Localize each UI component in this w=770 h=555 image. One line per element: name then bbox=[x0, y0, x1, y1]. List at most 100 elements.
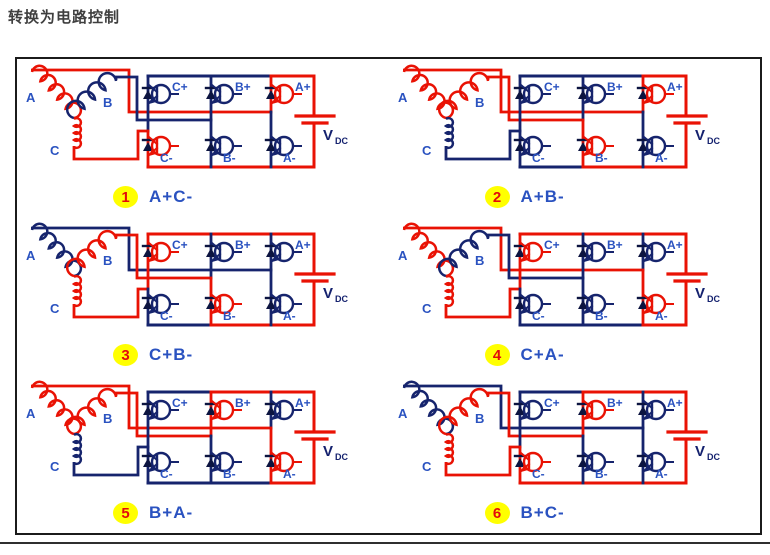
phase-C-wire bbox=[444, 287, 520, 319]
diode-icon bbox=[637, 406, 648, 415]
switch-label: B- bbox=[223, 467, 236, 481]
diode-icon bbox=[206, 90, 216, 99]
active-switch-label: C+A- bbox=[520, 345, 565, 364]
active-switch-label: C+B- bbox=[149, 345, 194, 364]
diode-icon bbox=[206, 406, 216, 415]
emitter-arrow-icon bbox=[212, 254, 219, 262]
emitter-arrow-icon bbox=[643, 464, 651, 472]
emitter-arrow-icon bbox=[212, 306, 219, 314]
vdc-sub-label: DC bbox=[707, 294, 720, 304]
phase-label-C: C bbox=[422, 301, 432, 316]
vdc-sub-label: DC bbox=[335, 136, 348, 146]
winding-B bbox=[437, 71, 489, 120]
diode-icon bbox=[577, 300, 588, 309]
emitter-arrow-icon bbox=[272, 464, 279, 472]
transistor-collector bbox=[582, 135, 593, 146]
transistor-collector bbox=[642, 83, 653, 94]
emitter-arrow-icon bbox=[583, 306, 591, 314]
emitter-arrow-icon bbox=[272, 148, 279, 156]
circuit-caption: 1 A+C- bbox=[113, 186, 389, 208]
diode-icon bbox=[143, 142, 153, 151]
winding-B bbox=[65, 229, 118, 278]
emitter-arrow-icon bbox=[520, 96, 528, 104]
transistor-collector bbox=[519, 83, 530, 94]
emitter-arrow-icon bbox=[520, 254, 528, 262]
transistor-collector bbox=[582, 399, 593, 410]
phase-label-C: C bbox=[50, 459, 60, 474]
igbt-switch-C-: C- bbox=[141, 293, 179, 323]
transistor-collector bbox=[270, 451, 282, 462]
diode-icon bbox=[266, 142, 276, 151]
emitter-arrow-icon bbox=[643, 148, 651, 156]
step-number-badge: 4 bbox=[484, 344, 510, 366]
vdc-sub-label: DC bbox=[335, 294, 348, 304]
active-switch-label: B+A- bbox=[149, 503, 194, 522]
switch-label: A- bbox=[283, 309, 296, 323]
step-number-badge: 6 bbox=[484, 502, 510, 524]
transistor-collector bbox=[147, 451, 159, 462]
phase-A-wire bbox=[402, 384, 643, 430]
switch-label: C- bbox=[160, 467, 173, 481]
bottom-divider bbox=[0, 542, 770, 544]
step-number: 3 bbox=[121, 346, 130, 364]
diode-icon bbox=[514, 406, 525, 415]
igbt-switch-C-: C- bbox=[141, 135, 179, 165]
emitter-arrow-icon bbox=[583, 148, 591, 156]
emitter-arrow-icon bbox=[520, 464, 528, 472]
winding-B bbox=[65, 387, 118, 436]
transistor-collector bbox=[210, 293, 222, 304]
igbt-switch-B+: B+ bbox=[204, 396, 251, 421]
igbt-switch-B-: B- bbox=[204, 135, 242, 165]
transistor-collector bbox=[147, 135, 159, 146]
diode-icon bbox=[637, 142, 648, 151]
emitter-arrow-icon bbox=[212, 96, 219, 104]
igbt-switch-C+: C+ bbox=[513, 238, 560, 263]
igbt-switch-B+: B+ bbox=[576, 238, 622, 263]
phase-label-B: B bbox=[103, 95, 112, 110]
switch-label: B+ bbox=[235, 80, 251, 94]
igbt-switch-A+: A+ bbox=[264, 238, 311, 263]
switch-label: C+ bbox=[544, 238, 560, 252]
igbt-switch-C+: C+ bbox=[513, 80, 560, 105]
igbt-switch-C+: C+ bbox=[141, 80, 188, 105]
switch-label: A- bbox=[655, 151, 668, 165]
igbt-switch-A-: A- bbox=[264, 451, 302, 481]
diode-icon bbox=[514, 142, 525, 151]
transistor-collector bbox=[210, 241, 222, 252]
igbt-switch-A-: A- bbox=[264, 293, 302, 323]
phase-label-A: A bbox=[26, 90, 36, 105]
phase-C-wire bbox=[72, 287, 148, 319]
emitter-arrow-icon bbox=[272, 96, 279, 104]
step-number: 5 bbox=[121, 504, 130, 522]
transistor-collector bbox=[210, 451, 222, 462]
switch-label: A+ bbox=[295, 396, 311, 410]
diode-icon bbox=[577, 458, 588, 467]
transistor-collector bbox=[642, 293, 653, 304]
emitter-arrow-icon bbox=[520, 412, 528, 420]
diode-icon bbox=[514, 90, 525, 99]
phase-label-C: C bbox=[422, 459, 432, 474]
emitter-arrow-icon bbox=[520, 306, 528, 314]
igbt-switch-A+: A+ bbox=[636, 80, 682, 105]
diode-icon bbox=[206, 300, 216, 309]
step-number-badge: 1 bbox=[113, 186, 138, 208]
diode-icon bbox=[266, 90, 276, 99]
igbt-switch-B+: B+ bbox=[576, 396, 622, 421]
switch-label: C- bbox=[532, 151, 545, 165]
transistor-collector bbox=[582, 83, 593, 94]
emitter-arrow-icon bbox=[272, 306, 279, 314]
winding-B bbox=[437, 387, 489, 436]
phase-label-A: A bbox=[398, 90, 408, 105]
switch-label: C+ bbox=[544, 80, 560, 94]
diode-icon bbox=[266, 458, 276, 467]
diode-icon bbox=[143, 248, 153, 257]
circuit-caption: 6 B+C- bbox=[484, 502, 761, 524]
diode-icon bbox=[637, 90, 648, 99]
diode-icon bbox=[143, 300, 153, 309]
transistor-collector bbox=[582, 451, 593, 462]
switch-label: B- bbox=[595, 467, 608, 481]
